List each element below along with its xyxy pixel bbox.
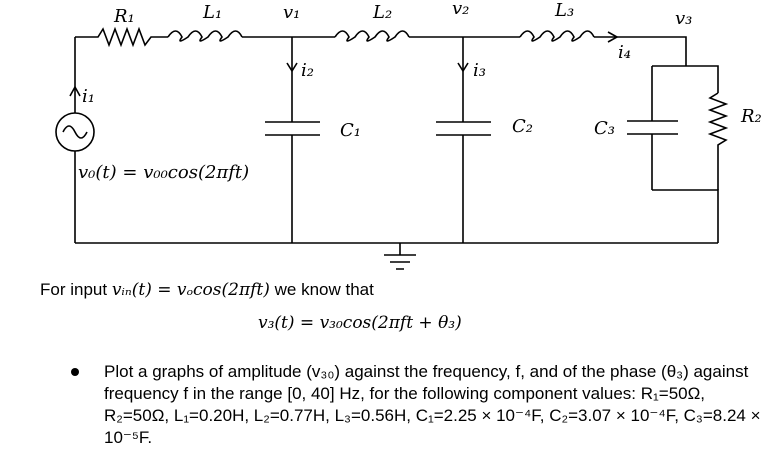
arrow-i2	[286, 62, 298, 73]
c1-branch	[265, 37, 320, 243]
task-bullet: Plot a graphs of amplitude (v₃₀) against…	[104, 362, 761, 447]
label-c2: C₂	[512, 116, 533, 137]
label-v3: v₃	[675, 8, 692, 29]
label-l1: L₁	[202, 2, 222, 23]
sine-icon	[62, 125, 88, 139]
resistor-r2	[707, 92, 729, 190]
input-equation: vᵢₙ(t) = vₒcos(2πft)	[111, 280, 270, 300]
inductor-l2	[334, 30, 410, 42]
c2-branch	[436, 37, 491, 243]
label-i2: i₂	[301, 60, 314, 81]
arrow-i3	[457, 62, 469, 73]
label-v1: v₁	[283, 2, 300, 23]
parallel-bottom	[652, 189, 719, 243]
arrow-i1	[69, 85, 81, 97]
c3-branch	[627, 66, 678, 190]
input-prefix: For input	[40, 280, 112, 299]
bullet-icon	[71, 368, 79, 376]
label-c1: C₁	[340, 120, 361, 141]
inductor-l3	[519, 30, 595, 42]
resistor-r1	[75, 26, 168, 48]
ground-symbol	[384, 243, 416, 270]
label-l2: L₂	[372, 2, 392, 23]
inductor-l1	[167, 30, 243, 42]
parallel-top	[652, 65, 719, 93]
label-i4: i₄	[618, 42, 631, 63]
circuit-diagram: R₁ L₁ v₁ L₂ v₂ L₃ v₃ i₁ i₂ i₃ i₄ C₁ C₂ C…	[55, 0, 762, 270]
label-r2: R₂	[740, 106, 762, 127]
label-l3: L₃	[554, 0, 574, 21]
label-c3: C₃	[594, 118, 615, 139]
label-source: v₀(t) = v₀₀cos(2πft)	[78, 162, 249, 183]
label-i1: i₁	[82, 86, 95, 107]
arrow-i4	[607, 31, 619, 43]
label-i3: i₃	[473, 60, 486, 81]
label-r1: R₁	[113, 6, 135, 27]
input-suffix: we know that	[269, 280, 374, 299]
wire-l3-right	[594, 36, 687, 66]
input-statement: For input vᵢₙ(t) = vₒcos(2πft) we know t…	[40, 279, 374, 301]
label-v2: v₂	[452, 0, 469, 19]
v3-equation: v₃(t) = v₃₀cos(2πft + θ₃)	[258, 313, 462, 333]
